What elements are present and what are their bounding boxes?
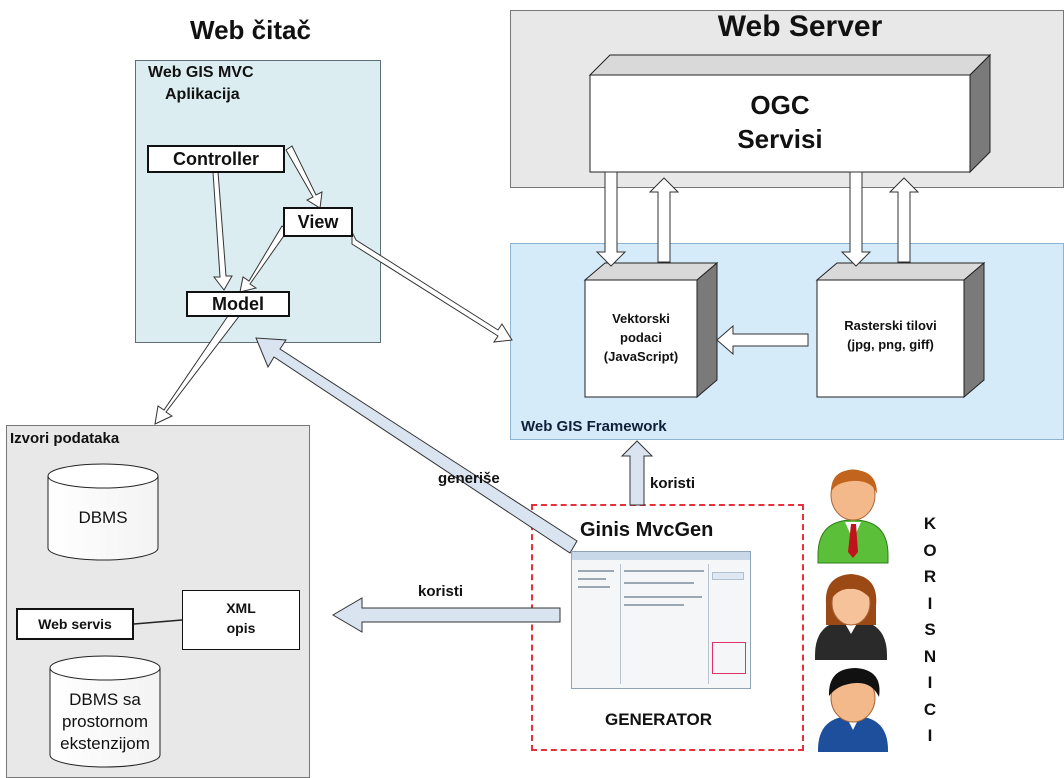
users-letter: C bbox=[923, 699, 937, 719]
ogc-label-line1: OGC bbox=[750, 90, 810, 120]
web-service-label: Web servis bbox=[38, 616, 112, 632]
generator-dashed-frame bbox=[531, 504, 804, 751]
model-box: Model bbox=[186, 291, 290, 317]
generator-app-screenshot bbox=[571, 551, 751, 689]
raster-tiles-line1: Rasterski tilovi bbox=[844, 318, 937, 333]
users-vertical-label: K O R I S N I C I bbox=[918, 514, 942, 753]
users-letter: N bbox=[923, 646, 937, 666]
web-service-box: Web servis bbox=[16, 608, 134, 640]
dbms-cylinder bbox=[47, 463, 159, 561]
dbms-label: DBMS bbox=[78, 508, 128, 527]
uses-framework-arrow bbox=[620, 440, 654, 506]
web-gis-mvc-app-subtitle: Aplikacija bbox=[165, 86, 240, 103]
generator-title: Ginis MvcGen bbox=[580, 519, 714, 541]
web-browser-title: Web čitač bbox=[190, 15, 311, 45]
users-letter: I bbox=[927, 673, 933, 692]
controller-label: Controller bbox=[172, 149, 259, 169]
ogc-services-box bbox=[588, 53, 992, 174]
web-gis-mvc-app-title: Web GIS MVC bbox=[148, 64, 254, 81]
view-label: View bbox=[297, 212, 339, 232]
uses-sources-arrow bbox=[332, 597, 561, 633]
xml-label-line1: XML bbox=[226, 600, 256, 616]
users-letter: O bbox=[923, 540, 937, 560]
spatial-dbms-line1: DBMS sa bbox=[69, 690, 141, 709]
vector-data-line2: podaci bbox=[620, 330, 662, 345]
view-to-framework-arrow bbox=[351, 231, 513, 343]
data-sources-title: Izvori podataka bbox=[10, 430, 120, 447]
user-avatar-3 bbox=[818, 668, 888, 752]
view-to-model-arrow bbox=[239, 225, 289, 293]
generates-arrow bbox=[255, 337, 578, 554]
spatial-dbms-line2: prostornom bbox=[62, 712, 148, 731]
webservice-xml-connector bbox=[133, 619, 183, 625]
view-box: View bbox=[283, 207, 353, 237]
vector-data-line1: Vektorski bbox=[612, 311, 670, 326]
raster-ogc-arrows bbox=[840, 171, 920, 267]
web-server-title: Web Server bbox=[717, 10, 883, 43]
vector-ogc-arrows bbox=[595, 171, 680, 267]
users-letter: K bbox=[923, 514, 937, 533]
users-letter: S bbox=[924, 620, 936, 639]
model-to-sources-arrow bbox=[154, 309, 241, 425]
raster-tiles-box bbox=[815, 261, 986, 399]
generates-label: generiše bbox=[438, 470, 500, 487]
web-gis-framework-title: Web GIS Framework bbox=[521, 418, 667, 435]
users-letter: I bbox=[927, 593, 933, 613]
model-label: Model bbox=[212, 294, 264, 314]
xml-description-box: XML opis bbox=[182, 590, 300, 650]
raster-to-vector-arrow bbox=[716, 324, 809, 356]
spatial-dbms-cylinder bbox=[49, 655, 161, 768]
user-avatar-1 bbox=[817, 469, 889, 564]
raster-tiles-line2: (jpg, png, giff) bbox=[847, 337, 934, 352]
uses-framework-label: koristi bbox=[650, 475, 696, 492]
vector-data-line3: (JavaScript) bbox=[603, 349, 679, 364]
generator-caption: GENERATOR bbox=[605, 710, 713, 729]
users-letter: R bbox=[923, 567, 937, 586]
xml-label-line2: opis bbox=[226, 620, 256, 636]
users-letter: I bbox=[927, 726, 933, 745]
ogc-label-line2: Servisi bbox=[737, 124, 823, 154]
user-avatar-2 bbox=[815, 574, 887, 660]
uses-sources-label: koristi bbox=[418, 583, 464, 600]
controller-box: Controller bbox=[147, 145, 285, 173]
controller-to-model-arrow bbox=[210, 171, 233, 291]
spatial-dbms-line3: ekstenzijom bbox=[60, 734, 150, 753]
controller-to-view-arrow bbox=[285, 145, 323, 209]
vector-data-box bbox=[583, 261, 719, 399]
